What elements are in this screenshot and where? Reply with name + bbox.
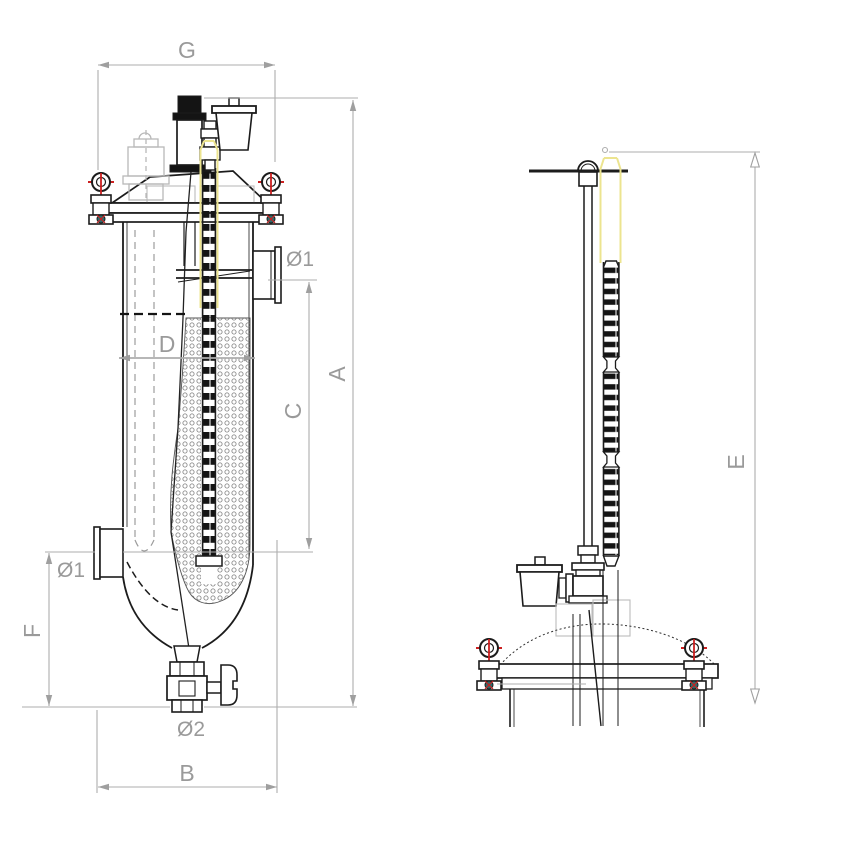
dim-label-f: F	[19, 624, 45, 638]
core-position-highlight	[599, 157, 622, 263]
vessel-interior	[120, 168, 252, 656]
gauge-cup	[211, 97, 257, 151]
core-highlight	[199, 140, 219, 308]
dim-label-dia1-outlet: Ø1	[286, 248, 314, 271]
dim-label-b: B	[179, 760, 194, 786]
hidden-bottom-arc	[126, 561, 179, 611]
front-section-view	[87, 95, 285, 713]
cone-right	[201, 564, 254, 649]
drain-neck	[173, 645, 201, 663]
flange-lower	[102, 212, 276, 223]
core-joint-upper	[602, 356, 621, 373]
clamp-left	[87, 172, 115, 225]
dimensions	[22, 61, 761, 793]
dim-label-e: E	[723, 454, 749, 469]
dim-C	[268, 279, 317, 549]
outlet-port	[252, 246, 282, 304]
core-joint-lower	[602, 451, 621, 468]
core-foot	[195, 555, 223, 567]
element-removal-view	[475, 157, 719, 727]
vent-valve	[169, 95, 212, 173]
dim-label-a: A	[324, 366, 350, 382]
dim-label-g: G	[178, 37, 196, 63]
valve-handle	[220, 664, 238, 706]
vessel-head	[495, 556, 719, 727]
clamp-right	[257, 172, 285, 225]
dim-label-dia2: Ø2	[177, 718, 205, 741]
head-nozzle-block	[572, 575, 604, 597]
ghost-lid-left	[555, 603, 593, 637]
dim-B	[96, 540, 278, 793]
valve-stem	[206, 681, 222, 694]
vent-cap	[177, 95, 202, 114]
dim-E	[497, 146, 761, 705]
head-vent-cup	[516, 556, 563, 607]
filter-core	[195, 168, 223, 584]
rod-knob	[577, 160, 599, 172]
lifting-rod	[529, 160, 628, 564]
removed-core	[601, 260, 621, 567]
dim-label-d: D	[159, 331, 176, 357]
cone-left	[122, 576, 173, 649]
dimension-labels: G A C D Ø1 Ø1 F Ø2 B E	[19, 37, 749, 786]
flange-upper	[107, 202, 271, 214]
head-dome	[499, 623, 716, 666]
head-clamp-right	[680, 638, 708, 691]
dim-label-c: C	[280, 403, 306, 420]
head-clamp-left	[475, 638, 503, 691]
cup-rim	[211, 105, 257, 114]
cup-body	[215, 112, 253, 151]
dim-label-dia1-inlet: Ø1	[57, 559, 85, 582]
hidden-basket	[134, 230, 155, 552]
dim-G	[97, 61, 276, 170]
dim-A	[204, 97, 358, 706]
ghost-relief-valve	[122, 130, 170, 201]
dip-tube-slant	[588, 609, 602, 727]
lid-components	[122, 95, 257, 201]
drain-valve	[166, 645, 238, 713]
inlet-port	[93, 526, 124, 580]
core-top-fittings	[199, 120, 221, 171]
ghost-lid-right	[592, 599, 631, 637]
core-tip	[602, 555, 620, 567]
dim-D	[119, 354, 255, 362]
dim-F	[45, 553, 53, 706]
cup-knob	[228, 97, 240, 107]
